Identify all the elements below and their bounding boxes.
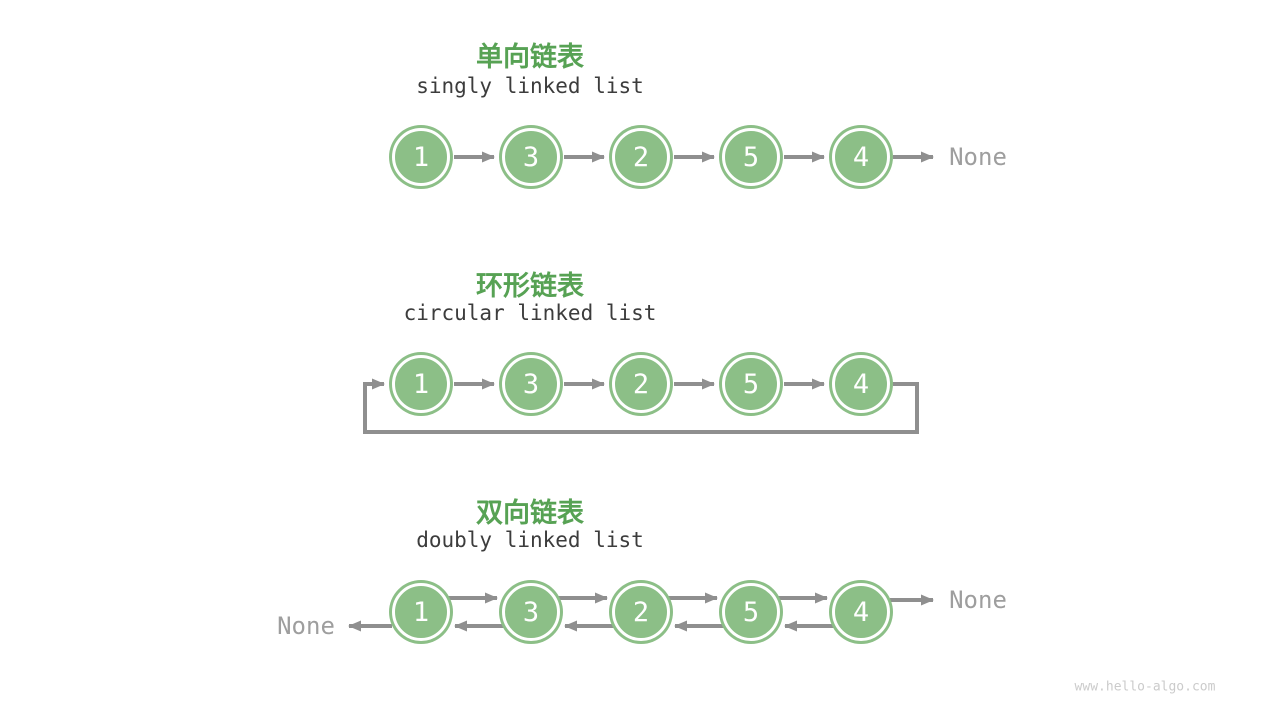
tail-none-label: None — [949, 586, 1007, 614]
watermark: www.hello-algo.com — [1074, 679, 1216, 695]
list-node: 2 — [612, 128, 670, 186]
list-node: 2 — [612, 355, 670, 413]
list-node: 4 — [832, 128, 890, 186]
list-node: 5 — [722, 128, 780, 186]
tail-none-label: None — [949, 143, 1007, 171]
list-node: 5 — [722, 355, 780, 413]
list-node: 1 — [392, 128, 450, 186]
list-node: 2 — [612, 583, 670, 641]
circular-list-title: 环形链表 — [476, 271, 584, 301]
list-node: 3 — [502, 355, 560, 413]
list-node: 4 — [832, 583, 890, 641]
head-none-label: None — [277, 612, 335, 640]
list-node: 3 — [502, 583, 560, 641]
circular-list-subtitle: circular linked list — [403, 301, 657, 325]
list-node: 4 — [832, 355, 890, 413]
list-node: 1 — [392, 583, 450, 641]
doubly-list-subtitle: doubly linked list — [416, 528, 644, 552]
list-node: 5 — [722, 583, 780, 641]
list-node: 1 — [392, 355, 450, 413]
singly-list-title: 单向链表 — [476, 42, 584, 72]
list-node: 3 — [502, 128, 560, 186]
doubly-list-title: 双向链表 — [476, 498, 584, 528]
singly-list-subtitle: singly linked list — [416, 74, 644, 98]
